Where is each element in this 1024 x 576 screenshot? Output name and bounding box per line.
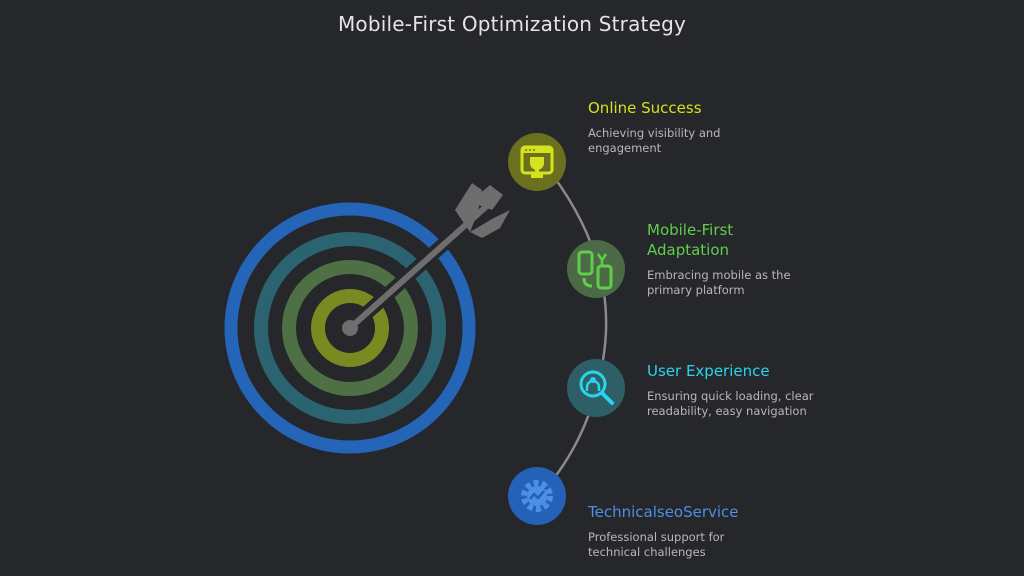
step-2-description: Embracing mobile as the primary platform (647, 268, 791, 297)
step-3-title: User Experience (647, 362, 770, 380)
step-2-label: Mobile-First Adaptation Embracing mobile… (647, 220, 817, 298)
step-3-description: Ensuring quick loading, clear readabilit… (647, 389, 814, 418)
step-2-node (567, 240, 625, 298)
step-1-label: Online Success Achieving visibility and … (588, 98, 758, 156)
step-3-node (567, 359, 625, 417)
step-1-title: Online Success (588, 99, 702, 117)
step-4-title: TechnicalseoService (588, 503, 739, 521)
connector-line (539, 164, 608, 496)
step-4-node (508, 467, 566, 525)
step-3-label: User Experience Ensuring quick loading, … (647, 361, 822, 419)
step-4-description: Professional support for technical chall… (588, 530, 725, 559)
target-icon (224, 183, 510, 454)
user-search-icon (579, 370, 614, 405)
mobile-swap-icon (577, 250, 613, 290)
diagram-title: Mobile-First Optimization Strategy (337, 12, 687, 36)
step-2-title: Mobile-First Adaptation (647, 221, 734, 259)
step-1-node (508, 133, 566, 191)
trophy-browser-icon (520, 145, 554, 178)
step-4-label: TechnicalseoService Professional support… (588, 502, 768, 560)
gear-chart-icon (521, 480, 553, 512)
step-1-description: Achieving visibility and engagement (588, 126, 721, 155)
